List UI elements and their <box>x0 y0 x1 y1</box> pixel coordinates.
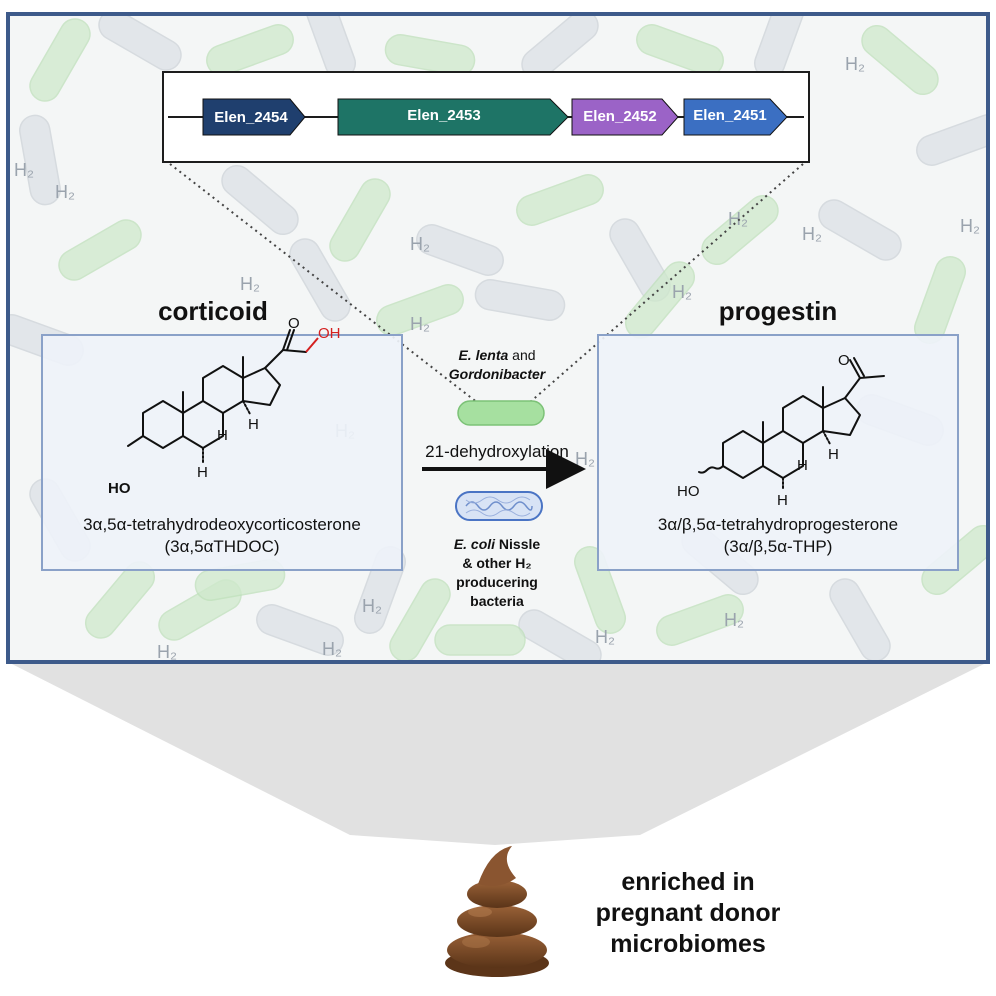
background-bacterium <box>376 283 464 337</box>
bottom-line-1: enriched in <box>621 868 754 896</box>
funnel-tip <box>350 835 640 845</box>
background-bacterium <box>916 113 988 167</box>
background-bacterium <box>389 578 451 662</box>
thp-name: 3α/β,5α-tetrahydroprogesterone <box>658 515 898 534</box>
background-bacterium <box>434 624 526 656</box>
reaction-label: 21-dehydroxylation <box>425 442 569 461</box>
gene-label: Elen_2454 <box>214 109 288 126</box>
background-h2-label: H₂ <box>240 274 260 294</box>
ecoli-label: E. coli Nissle <box>454 536 541 552</box>
thdoc-structure <box>127 329 307 463</box>
bottom-line-3: microbiomes <box>610 930 766 958</box>
background-bacterium <box>221 164 299 236</box>
gene-label: Elen_2451 <box>693 107 766 124</box>
thdoc-ketone-o: O <box>288 315 300 332</box>
background-h2-label: H₂ <box>802 224 822 244</box>
background-h2-label: H₂ <box>724 610 744 630</box>
background-h2-label: H₂ <box>595 627 615 647</box>
background-bacterium <box>656 593 744 647</box>
thdoc-h-1: H <box>217 427 228 444</box>
background-h2-label: H₂ <box>322 639 342 659</box>
background-bacterium <box>636 23 724 77</box>
thdoc-name: 3α,5α-tetrahydrodeoxycorticosterone <box>83 515 361 534</box>
background-bacterium <box>29 18 91 102</box>
gene-elen-2452: Elen_2452 <box>571 98 679 136</box>
ecoli-bacterium-icon <box>455 491 543 521</box>
thp-abbrev: (3α/β,5α-THP) <box>724 537 833 556</box>
funnel-shape <box>8 662 988 835</box>
background-bacterium <box>474 279 566 321</box>
background-bacterium <box>329 178 391 262</box>
thdoc-hydroxyl-bond <box>305 337 319 353</box>
thdoc-ho: HO <box>108 480 131 497</box>
background-bacterium <box>206 23 294 77</box>
thdoc-hydroxyl: OH <box>318 325 341 342</box>
progestin-panel <box>597 334 959 571</box>
thp-ketone-o: O <box>838 352 850 369</box>
green-bacterium-icon <box>457 400 545 426</box>
background-h2-label: H₂ <box>410 234 430 254</box>
ecoli-line4: bacteria <box>470 593 524 609</box>
corticoid-panel <box>41 334 403 571</box>
background-bacterium <box>518 609 602 662</box>
gene-label: Elen_2452 <box>583 108 656 125</box>
thdoc-h-3: H <box>248 416 259 433</box>
background-bacterium <box>829 578 891 662</box>
background-bacterium <box>416 223 504 277</box>
background-bacterium <box>818 199 902 261</box>
thp-structure <box>698 357 885 491</box>
background-bacterium <box>58 219 142 281</box>
corticoid-title: corticoid <box>158 296 268 326</box>
thdoc-h-2: H <box>197 464 208 481</box>
background-bacterium <box>701 194 779 266</box>
gene-elen-2454: Elen_2454 <box>202 98 306 136</box>
thp-h-2: H <box>777 492 788 509</box>
background-bacterium <box>98 14 182 71</box>
thp-h-3: H <box>828 446 839 463</box>
gene-elen-2451: Elen_2451 <box>683 98 788 136</box>
background-h2-label: H₂ <box>55 182 75 202</box>
background-bacterium <box>289 238 351 322</box>
background-bacterium <box>573 546 627 634</box>
thp-ho: HO <box>677 483 700 500</box>
background-bacterium <box>19 114 61 206</box>
background-h2-label: H₂ <box>728 209 748 229</box>
background-h2-label: H₂ <box>362 596 382 616</box>
background-bacterium <box>861 24 939 96</box>
gene-elen-2453: Elen_2453 <box>337 98 569 136</box>
background-h2-label: H₂ <box>575 449 595 469</box>
org1-label: E. lenta and <box>458 347 535 363</box>
background-bacterium <box>384 34 476 76</box>
background-h2-label: H₂ <box>960 216 980 236</box>
poop-icon <box>445 846 549 977</box>
ecoli-line3: producering <box>456 574 538 590</box>
bottom-line-2: pregnant donor <box>596 899 781 927</box>
background-bacterium <box>516 173 604 227</box>
background-h2-label: H₂ <box>157 642 177 662</box>
thp-h-1: H <box>797 457 808 474</box>
progestin-title: progestin <box>719 296 837 326</box>
background-h2-label: H₂ <box>410 314 430 334</box>
background-h2-label: H₂ <box>672 282 692 302</box>
background-bacterium <box>256 603 344 657</box>
thdoc-abbrev: (3α,5αTHDOC) <box>164 537 279 556</box>
main-frame <box>6 12 990 664</box>
org2-label: Gordonibacter <box>449 366 547 382</box>
gene-label: Elen_2453 <box>407 107 480 124</box>
background-h2-label: H₂ <box>845 54 865 74</box>
background-h2-label: H₂ <box>14 160 34 180</box>
ecoli-line2: & other H₂ <box>462 555 531 571</box>
